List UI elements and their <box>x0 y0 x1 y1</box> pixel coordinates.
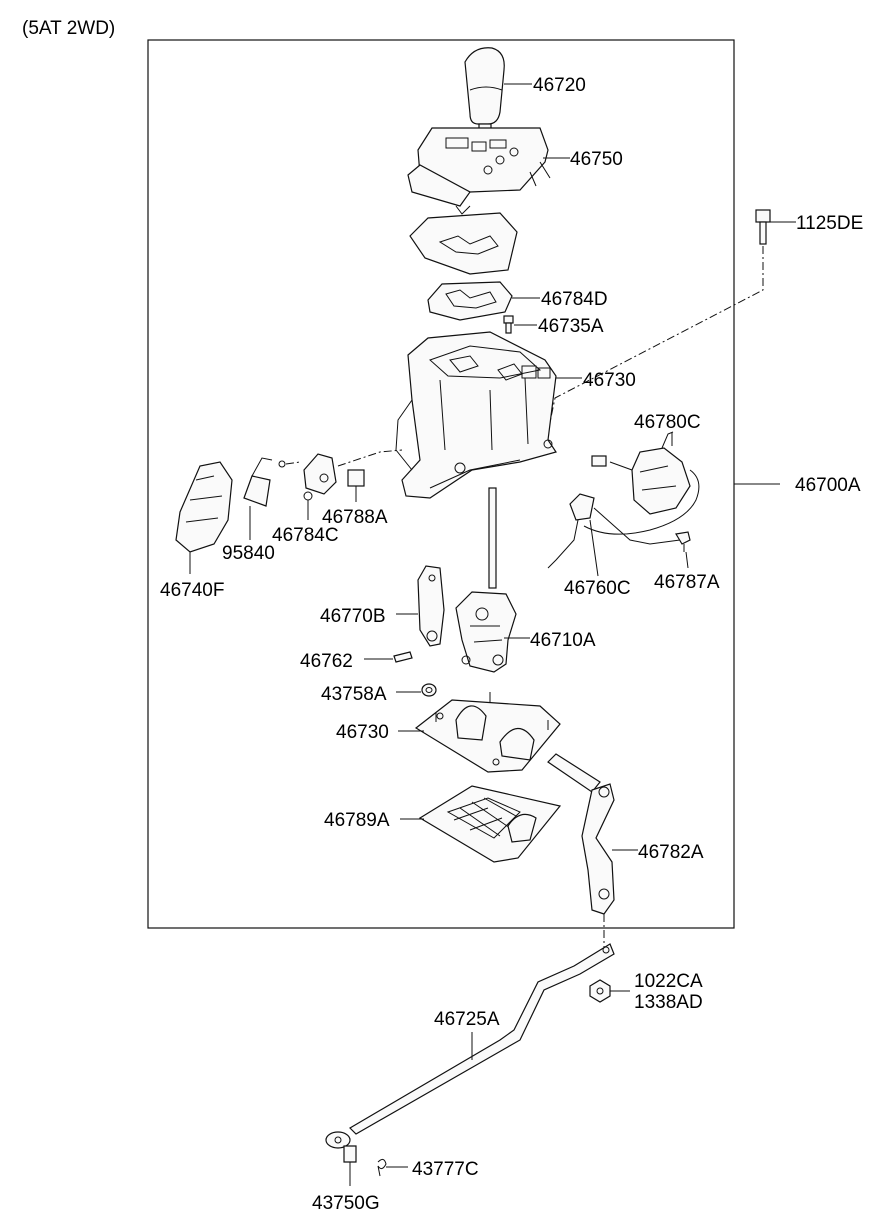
label-46750: 46750 <box>570 149 623 170</box>
shift-lever <box>455 487 530 673</box>
label-46725A: 46725A <box>434 1009 500 1030</box>
label-46780C: 46780C <box>634 412 701 433</box>
diagram-title: (5AT 2WD) <box>22 18 115 39</box>
label-46735A: 46735A <box>538 316 604 337</box>
label-46784D: 46784D <box>541 289 608 310</box>
shift-lock-unit <box>583 431 700 535</box>
switch-95840 <box>243 457 286 540</box>
slide-plate <box>409 212 518 275</box>
base-plate <box>398 692 561 773</box>
label-46784C: 46784C <box>272 525 339 546</box>
label-46700A: 46700A <box>795 475 861 496</box>
label-1338AD: 1338AD <box>634 992 703 1013</box>
sensor-bracket <box>303 453 337 520</box>
shift-arm <box>547 753 638 915</box>
label-43750G: 43750G <box>312 1193 380 1211</box>
label-1022CA: 1022CA <box>634 971 703 992</box>
wiring-harness <box>547 493 681 577</box>
label-46770B: 46770B <box>320 606 386 627</box>
label-95840: 95840 <box>222 543 275 564</box>
clip-43777C <box>377 1158 408 1177</box>
pin-46762 <box>364 651 413 663</box>
label-43758A: 43758A <box>321 684 387 705</box>
washer-43758A <box>396 683 437 697</box>
label-46760C: 46760C <box>564 578 631 599</box>
label-43777C: 43777C <box>412 1159 479 1180</box>
dust-boot <box>400 785 562 863</box>
washer-43750G <box>343 1145 357 1186</box>
label-46720: 46720 <box>533 75 586 96</box>
shift-rod <box>325 943 615 1149</box>
label-46789A: 46789A <box>324 810 390 831</box>
nut <box>589 979 630 1003</box>
clip-46788A <box>347 469 365 502</box>
label-1125DE: 1125DE <box>796 213 863 234</box>
side-cover <box>175 461 233 574</box>
label-46788A: 46788A <box>322 507 388 528</box>
label-46730-bot: 46730 <box>336 722 389 743</box>
screw-46735A <box>503 315 537 334</box>
shift-knob <box>464 47 532 139</box>
detent-bracket <box>396 565 445 647</box>
indicator-cover <box>407 127 570 215</box>
label-46730-top: 46730 <box>583 370 636 391</box>
label-46787A: 46787A <box>654 572 720 593</box>
indicator-plate <box>427 281 540 321</box>
connection-dashes <box>285 449 403 467</box>
label-46740F: 46740F <box>160 580 224 601</box>
label-46762: 46762 <box>300 651 353 672</box>
screw-46787A <box>675 531 691 569</box>
shifter-housing <box>395 331 582 499</box>
label-46782A: 46782A <box>638 842 704 863</box>
label-46710A: 46710A <box>530 630 596 651</box>
